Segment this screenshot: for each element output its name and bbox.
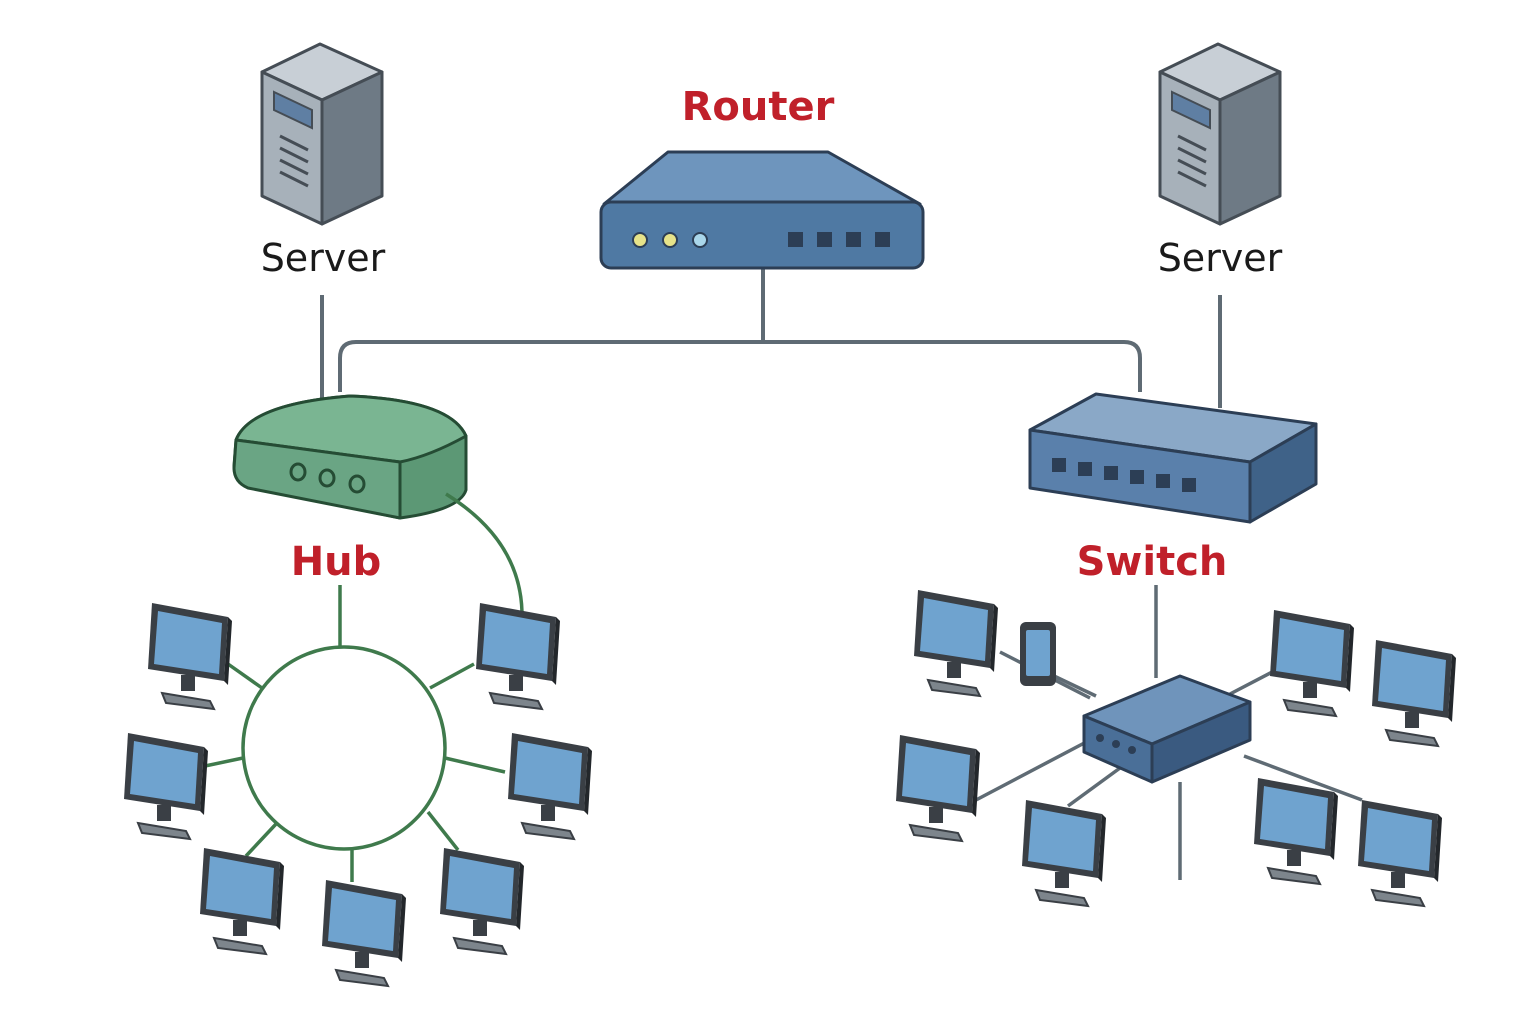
monitor-icon (1021, 799, 1107, 907)
hub-ring-cables (204, 492, 524, 882)
monitor-icon (439, 847, 525, 955)
server-right-label: Server (1158, 236, 1283, 280)
router-label: Router (682, 84, 835, 130)
switch-label: Switch (1077, 539, 1228, 585)
monitor-icon (147, 602, 233, 710)
hub-icon (232, 394, 468, 520)
router-icon (599, 150, 925, 270)
server-icon-right (1158, 42, 1282, 226)
monitor-icon (1371, 639, 1457, 747)
monitor-icon (123, 732, 209, 840)
monitor-icon (1269, 609, 1355, 717)
server-left-label: Server (261, 236, 386, 280)
phone-icon (1020, 622, 1056, 686)
monitor-icon (475, 602, 561, 710)
monitor-icon (1357, 799, 1443, 907)
hub-computers (123, 602, 593, 987)
server-icon-left (260, 42, 384, 226)
monitor-icon (913, 589, 999, 697)
backbone-cables (320, 268, 1222, 408)
monitor-icon (1253, 777, 1339, 885)
monitor-icon (895, 734, 981, 842)
monitor-icon (507, 732, 593, 840)
switch-small-icon (1082, 674, 1252, 784)
monitor-icon (321, 879, 407, 987)
switch-icon (1028, 392, 1318, 524)
hub-label: Hub (291, 539, 382, 585)
monitor-icon (199, 847, 285, 955)
